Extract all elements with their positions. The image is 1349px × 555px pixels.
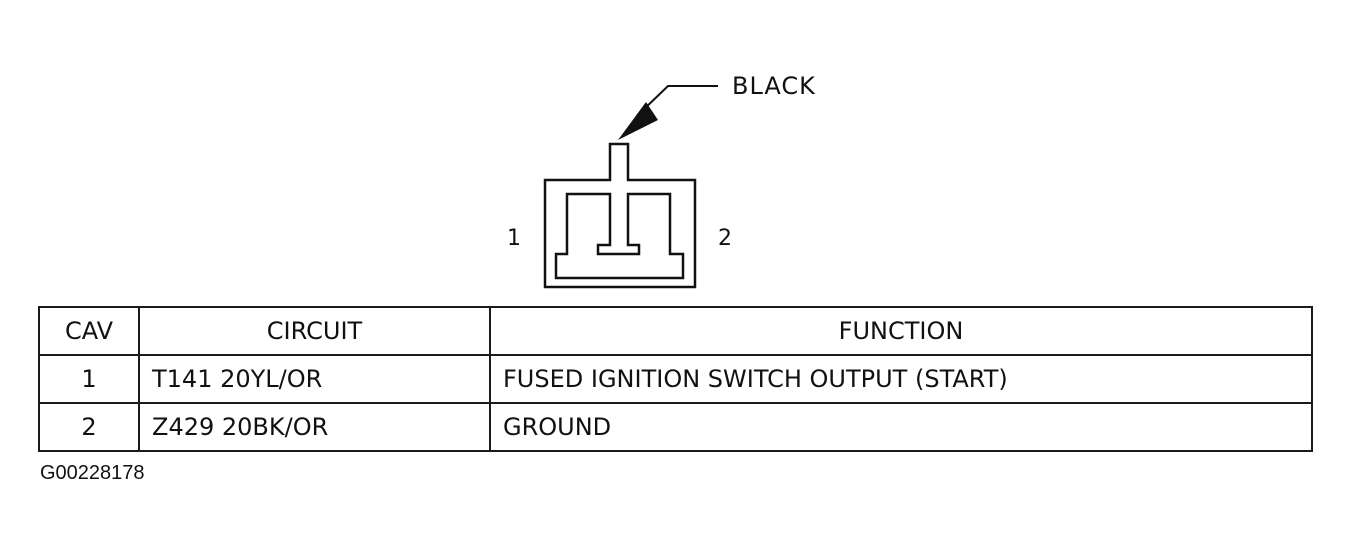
header-function: FUNCTION xyxy=(489,306,1313,356)
table-header-row: CAV CIRCUIT FUNCTION xyxy=(38,306,1313,356)
connector-color-label: BLACK xyxy=(732,72,816,100)
connector-cavities xyxy=(554,192,685,280)
figure-id: G00228178 xyxy=(40,462,145,484)
pin-label-1: 1 xyxy=(507,226,521,251)
color-leader-arrow xyxy=(618,102,658,140)
cell-circuit: T141 20YL/OR xyxy=(138,354,491,404)
connector-body xyxy=(543,142,697,289)
pinout-table: CAV CIRCUIT FUNCTION 1 T141 20YL/OR FUSE… xyxy=(38,306,1313,452)
color-leader-line xyxy=(639,85,718,114)
table-row: 2 Z429 20BK/OR GROUND xyxy=(38,402,1313,452)
header-circuit: CIRCUIT xyxy=(138,306,491,356)
header-cav: CAV xyxy=(38,306,140,356)
pin-label-2: 2 xyxy=(718,226,732,251)
cell-function: FUSED IGNITION SWITCH OUTPUT (START) xyxy=(489,354,1313,404)
cell-cav: 1 xyxy=(38,354,140,404)
cell-cav: 2 xyxy=(38,402,140,452)
cell-function: GROUND xyxy=(489,402,1313,452)
table-row: 1 T141 20YL/OR FUSED IGNITION SWITCH OUT… xyxy=(38,354,1313,404)
cell-circuit: Z429 20BK/OR xyxy=(138,402,491,452)
